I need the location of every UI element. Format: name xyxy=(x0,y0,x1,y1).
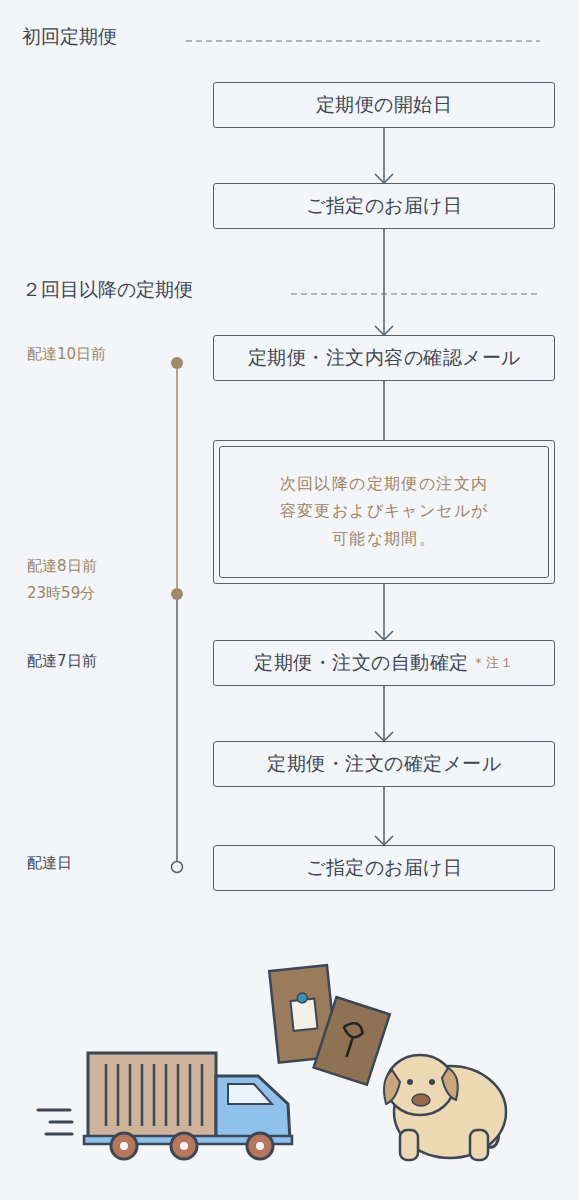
timeline-dot xyxy=(172,862,183,873)
flow-arrow xyxy=(383,686,385,741)
connector-line xyxy=(383,381,385,440)
timeline-dot xyxy=(171,357,183,369)
flow-arrow xyxy=(383,584,385,640)
section-rule xyxy=(186,41,540,42)
bag-illustration xyxy=(269,965,390,1085)
process-box: 定期便・注文の自動確定＊注１ xyxy=(213,640,555,686)
timeline-label: 配達10日前 xyxy=(27,343,157,365)
timeline-dot xyxy=(171,588,183,600)
node-text: 定期便の開始日 xyxy=(316,92,453,118)
timeline-label: 配達7日前 xyxy=(27,650,157,672)
process-box: 定期便・注文の確定メール xyxy=(213,741,555,787)
node-text: 次回以降の定期便の注文内容変更およびキャンセルが可能な期間。 xyxy=(272,471,496,552)
node-text: ご指定のお届け日 xyxy=(306,855,462,881)
period-box: 次回以降の定期便の注文内容変更およびキャンセルが可能な期間。 xyxy=(213,440,555,584)
timeline-line xyxy=(176,363,178,594)
node-text: ご指定のお届け日 xyxy=(306,193,462,219)
node-text: 定期便・注文の確定メール xyxy=(267,751,501,777)
section-heading: ２回目以降の定期便 xyxy=(22,276,282,302)
dog-illustration xyxy=(384,1055,506,1160)
flow-arrow xyxy=(383,128,385,183)
flow-arrow xyxy=(383,787,385,845)
process-box: 定期便の開始日 xyxy=(213,82,555,128)
flow-arrow xyxy=(383,229,385,335)
process-box: ご指定のお届け日 xyxy=(213,845,555,891)
timeline-line xyxy=(176,594,178,862)
section-heading: 初回定期便 xyxy=(22,23,222,49)
section-rule xyxy=(291,294,540,295)
note-mark: ＊注１ xyxy=(472,654,514,672)
node-text: 定期便・注文内容の確認メール xyxy=(248,345,521,371)
truck-illustration xyxy=(38,1053,292,1159)
timeline-label: 配達8日前 23時59分 xyxy=(27,553,127,607)
timeline-label: 配達日 xyxy=(27,852,157,874)
process-box: ご指定のお届け日 xyxy=(213,183,555,229)
node-text: 定期便・注文の自動確定 xyxy=(254,650,469,676)
process-box: 定期便・注文内容の確認メール xyxy=(213,335,555,381)
